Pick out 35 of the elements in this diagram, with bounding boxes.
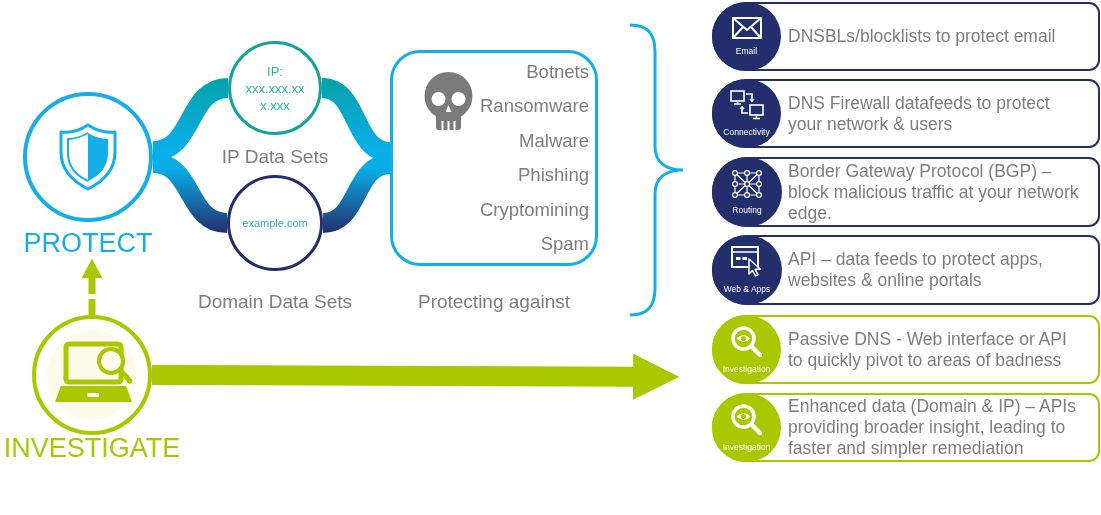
circle-text: xxx.xxx.xxx.xxx	[244, 79, 306, 114]
node-label: Protecting against	[417, 291, 571, 313]
service-card	[712, 235, 1100, 305]
category-label: Web & Apps	[723, 284, 771, 294]
threat-name: Ransomware	[480, 94, 589, 119]
threat-panel	[390, 50, 598, 266]
service-description: DNS Firewall datafeeds to protect your network & users	[788, 92, 1051, 135]
category-label: Investigation	[722, 441, 771, 452]
arrow	[151, 353, 680, 400]
threat-name: Cryptomining	[480, 197, 589, 222]
category-label: Connectivity	[723, 127, 770, 137]
service-description: API – data feeds to protect apps, websites & online portals	[788, 249, 1044, 291]
category-label: Routing	[732, 204, 762, 215]
threat-name: Spam	[540, 232, 589, 257]
node-label: Domain Data Sets	[197, 291, 353, 313]
circle-text: example.com	[242, 215, 308, 231]
category-label: Investigation	[722, 363, 771, 374]
threat-name: Malware	[519, 128, 589, 153]
category-label: Email	[735, 46, 758, 56]
service-description: Enhanced data (Domain & IP) – APIs providing broader insight, leading to faster and simpler remediation	[788, 396, 1077, 459]
service-card	[712, 157, 1100, 227]
service-card	[712, 2, 1100, 71]
service-description: Passive DNS - Web interface or API to quickly pivot to areas of badness	[788, 328, 1068, 371]
service-description: Border Gateway Protocol (BGP) – block malicious traffic at your network edge.	[788, 160, 1080, 224]
threat-name: Phishing	[518, 163, 589, 188]
node-label: IP Data Sets	[221, 146, 329, 168]
dashed-arrow	[82, 258, 102, 315]
section-heading: PROTECT	[23, 228, 153, 258]
section-heading: INVESTIGATE	[3, 433, 181, 463]
circle-text: IP:	[267, 62, 283, 80]
service-card	[712, 79, 1100, 148]
service-card	[712, 315, 1100, 384]
service-description: DNSBLs/blocklists to protect email	[788, 26, 1056, 47]
threat-name: Botnets	[526, 60, 589, 84]
service-card	[712, 393, 1100, 462]
